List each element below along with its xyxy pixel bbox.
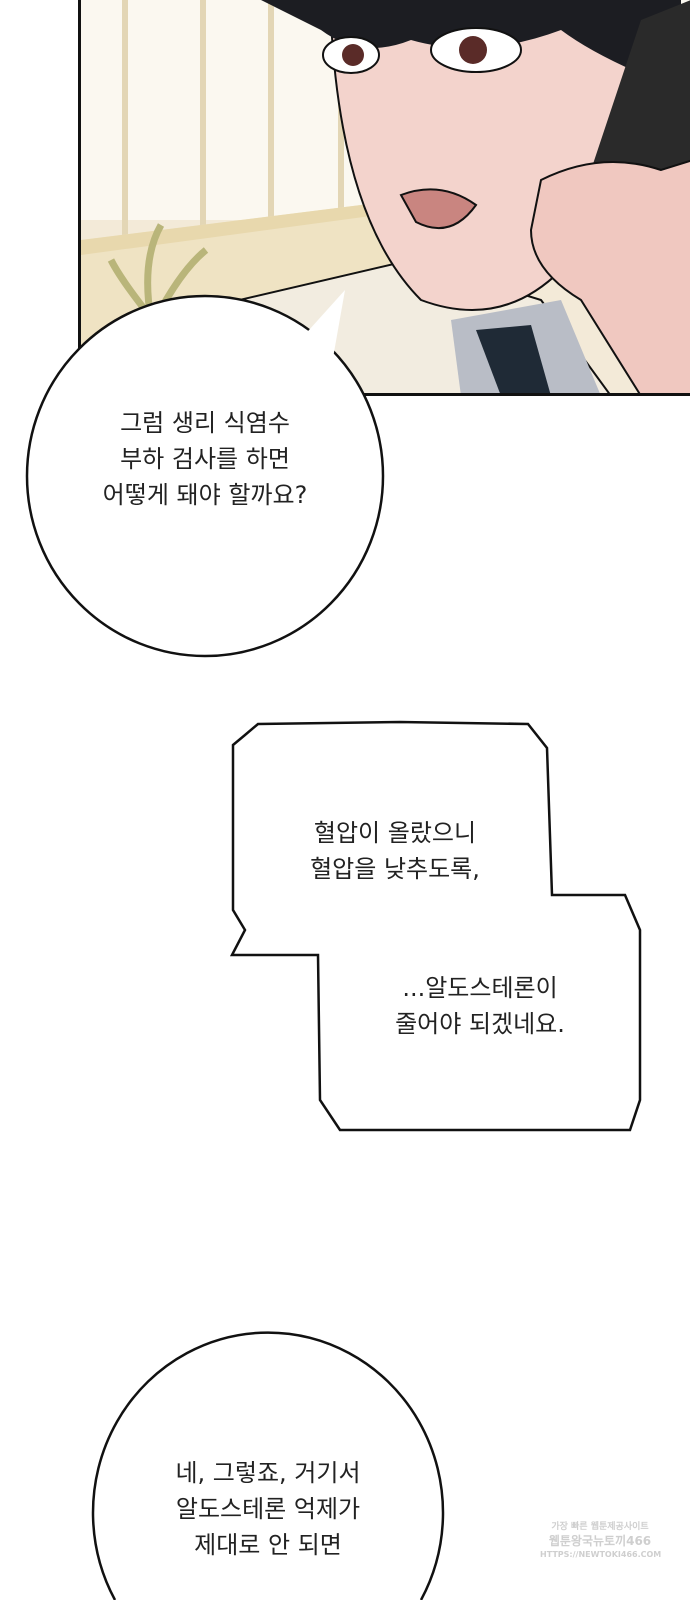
bubble-line: 부하 검사를 하면 xyxy=(120,445,290,473)
watermark-line: 가장 빠른 웹툰제공사이트 xyxy=(551,1522,649,1532)
bubble-2-text: 혈압이 올랐으니 혈압을 낮추도록, xyxy=(250,815,540,887)
bubble-1-text: 그럼 생리 식염수 부하 검사를 하면 어떻게 돼야 할까요? xyxy=(40,405,370,513)
bubble-4-text: 네, 그렇죠, 거기서 알도스테론 억제가 제대로 안 되면 xyxy=(100,1455,436,1563)
watermark: 가장 빠른 웹툰제공사이트 웹툰왕국뉴토끼466 HTTPS://NEWTOKI… xyxy=(540,1520,662,1562)
bubble-line: 그럼 생리 식염수 xyxy=(120,409,290,437)
bubble-line: 네, 그렇죠, 거기서 xyxy=(175,1459,361,1487)
watermark-line: HTTPS://NEWTOKI466.COM xyxy=(540,1550,662,1559)
speech-bubble-4 xyxy=(91,1331,445,1600)
bubble-line: 줄어야 되겠네요. xyxy=(395,1010,565,1038)
bubble-line: 알도스테론 억제가 xyxy=(175,1495,361,1523)
bubble-line: 혈압이 올랐으니 xyxy=(313,819,477,847)
bubble-line: 어떻게 돼야 할까요? xyxy=(102,481,308,509)
watermark-line: 웹툰왕국뉴토끼466 xyxy=(548,1534,652,1548)
bubble-line: ...알도스테론이 xyxy=(402,974,558,1002)
bubble-1-tail xyxy=(300,290,345,375)
bubble-line: 제대로 안 되면 xyxy=(194,1531,342,1559)
hand xyxy=(529,159,690,393)
comic-panel-man-on-phone xyxy=(78,0,690,396)
bubble-3-text: ...알도스테론이 줄어야 되겠네요. xyxy=(335,970,625,1042)
panel-illustration xyxy=(81,0,690,393)
tie xyxy=(476,325,551,393)
speech-bubble-1 xyxy=(25,294,385,658)
bubble-line: 혈압을 낮추도록, xyxy=(310,855,480,883)
mouth xyxy=(399,188,478,230)
jagged-thought-box xyxy=(229,720,642,1132)
